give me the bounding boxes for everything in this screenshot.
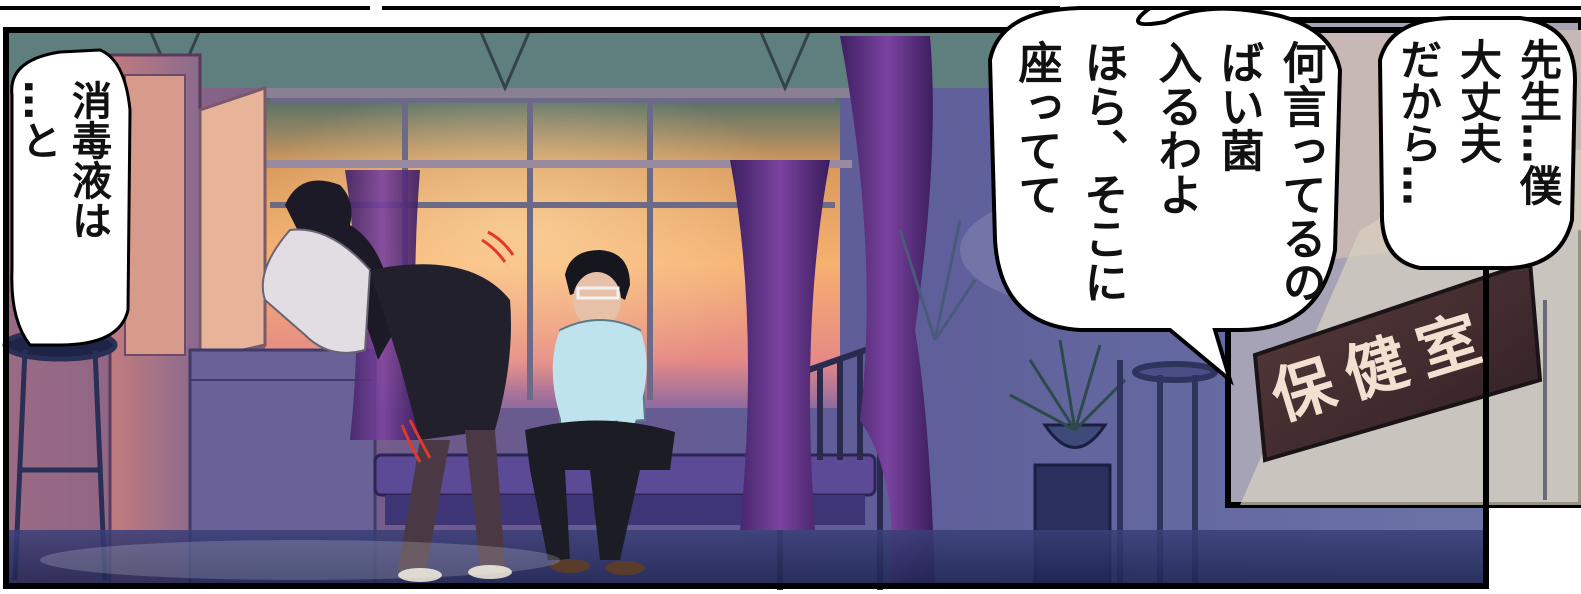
student-figure xyxy=(525,250,675,575)
curtain-middle xyxy=(730,160,830,530)
bubble-left-col-1: 消毒液は xyxy=(65,80,112,240)
bubble-left-col-2: …と xyxy=(15,80,61,160)
bubble-middle-col-2: ばい菌 xyxy=(1213,40,1264,172)
bubble-right-col-1: 先生…僕 xyxy=(1514,38,1563,206)
bubble-middle-col-5: 座ってて xyxy=(1011,40,1063,216)
bubble-right-col-3: だから… xyxy=(1394,38,1443,206)
bubble-middle-col-4: ほら、そこに xyxy=(1077,40,1128,304)
plant-back xyxy=(898,219,977,341)
bubble-middle-col-3: 入るわよ xyxy=(1151,40,1203,216)
speech-bubble-right: 先生…僕 大丈夫 だから… xyxy=(1377,16,1578,271)
nurse-figure xyxy=(261,180,512,582)
speech-bubble-middle: 何言ってるの ばい菌 入るわよ ほら、そこに 座ってて xyxy=(987,6,1343,386)
previous-panel-strip xyxy=(0,0,1581,30)
curtain-right xyxy=(840,36,935,585)
bubble-right-col-2: 大丈夫 xyxy=(1454,38,1503,164)
speech-bubble-left: 消毒液は …と xyxy=(10,48,132,347)
motion-marks xyxy=(400,230,515,463)
floor xyxy=(6,530,1486,586)
bubble-middle-col-1: 何言ってるの xyxy=(1275,40,1327,304)
